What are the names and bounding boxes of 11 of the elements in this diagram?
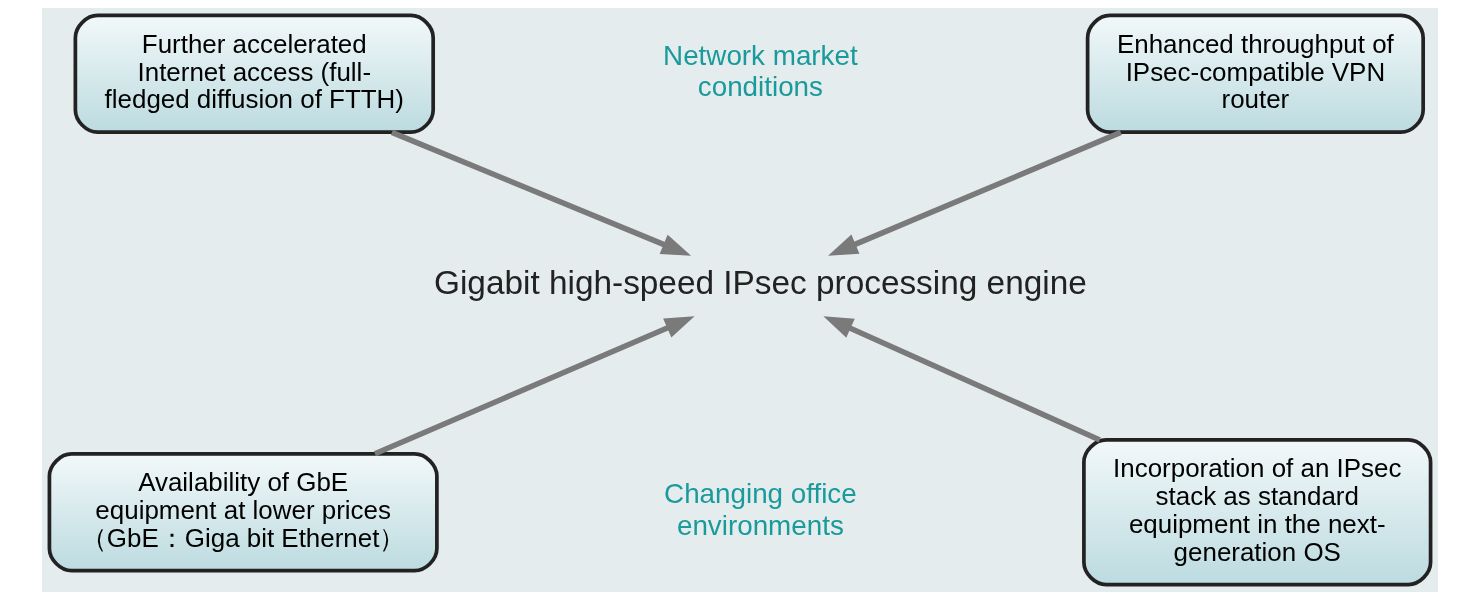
label: Changing office environments	[664, 478, 857, 541]
arrow	[823, 316, 1101, 443]
node-box: Enhanced throughput of IPsec-compatible VPN router	[1085, 13, 1426, 135]
label: Network market conditions	[663, 39, 858, 103]
arrow	[828, 129, 1122, 256]
node-box: Incorporation of an IPsec stack as standard equipment in the next-generation OS	[1082, 438, 1433, 587]
arrow	[373, 316, 695, 457]
node-text: Gigabit high-speed IPsec processing engine	[434, 264, 1087, 302]
node-box: Further accelerated Internet access (full-fledged diffusion of FTTH)	[73, 13, 436, 135]
node-box: Availability of GbE equipment at lower prices （GbE：Giga bit Ethernet）	[47, 452, 439, 573]
arrow	[390, 129, 692, 256]
